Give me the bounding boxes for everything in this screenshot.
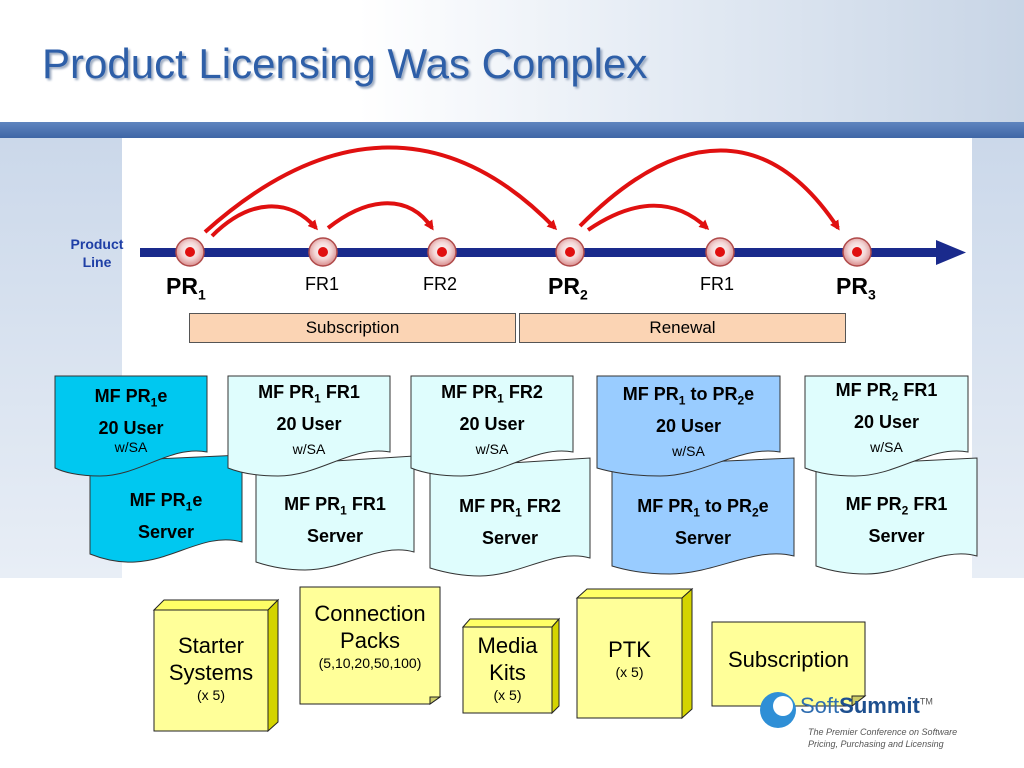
- arrow-pr2-pr3: [578, 148, 840, 231]
- softsummit-logo-mark: [760, 692, 796, 728]
- node-pr1: [175, 237, 205, 267]
- node-fr2: [427, 237, 457, 267]
- media-kits-text: Media Kits (x 5): [477, 633, 538, 703]
- milestone-pr1: PR1: [166, 273, 206, 303]
- user-card-3-text: MF PR1 FR2 20 User w/SA: [441, 382, 543, 457]
- milestone-fr1: FR1: [305, 274, 340, 294]
- user-card-4: [596, 375, 781, 477]
- user-card-3: [410, 375, 574, 477]
- user-card-4-text: MF PR1 to PR2e 20 User w/SA: [622, 384, 755, 459]
- arrow-pr2-fr1: [586, 203, 710, 232]
- arrow-pr1-fr1: [210, 204, 318, 238]
- milestone-fr1-second: FR1: [700, 274, 735, 294]
- server-card-1-text: MF PR1e Server: [129, 490, 203, 542]
- product-boxes: [152, 586, 867, 733]
- ptk-box: [575, 587, 694, 720]
- user-card-2: [227, 375, 391, 477]
- release-arrows: [203, 145, 840, 238]
- milestone-pr2: PR2: [548, 273, 588, 303]
- server-card-5: [815, 457, 978, 575]
- server-card-2: [255, 455, 415, 571]
- node-fr1b: [705, 237, 735, 267]
- starter-systems-box: [152, 598, 280, 733]
- right-gradient-panel: [972, 138, 1024, 578]
- node-fr1: [308, 237, 338, 267]
- user-card-5-text: MF PR2 FR1 20 User w/SA: [835, 380, 938, 455]
- header-rule: [0, 122, 1024, 138]
- starter-systems-text: Starter Systems (x 5): [168, 633, 254, 703]
- user-card-1-text: MF PR1e 20 User w/SA: [94, 386, 168, 455]
- user-card-1: [54, 375, 208, 477]
- media-kits-box: [461, 617, 561, 715]
- milestone-fr2: FR2: [423, 274, 458, 294]
- server-card-2-text: MF PR1 FR1 Server: [284, 494, 386, 546]
- subscription-box-text: Subscription: [727, 647, 850, 672]
- node-pr2: [555, 237, 585, 267]
- user-cards: [54, 375, 969, 477]
- subscription-period-bar: Subscription: [189, 313, 516, 343]
- user-card-5: [804, 375, 969, 477]
- connection-packs-text: Connection Packs (5,10,20,50,100): [314, 601, 426, 671]
- server-card-1: [89, 454, 243, 563]
- user-card-2-text: MF PR1 FR1 20 User w/SA: [258, 382, 360, 457]
- product-line-timeline: [140, 240, 966, 265]
- server-card-5-text: MF PR2 FR1 Server: [845, 494, 948, 546]
- ptk-text: PTK (x 5): [608, 637, 651, 680]
- softsummit-tagline: The Premier Conference on Software Prici…: [808, 727, 958, 749]
- server-card-4-text: MF PR1 to PR2e Server: [637, 496, 769, 548]
- timeline-nodes: [175, 237, 872, 267]
- product-line-label: Product Line: [70, 236, 124, 270]
- server-cards: [89, 454, 978, 577]
- server-card-4: [611, 457, 795, 575]
- connection-packs-box: [299, 586, 442, 705]
- renewal-period-bar: Renewal: [519, 313, 846, 343]
- page-title: Product Licensing Was Complex: [42, 40, 648, 87]
- arrow-fr1-fr2: [326, 201, 434, 231]
- softsummit-logo: SoftSummitTM: [800, 693, 933, 718]
- header-band: [0, 0, 1024, 122]
- server-card-3-text: MF PR1 FR2 Server: [459, 496, 561, 548]
- server-card-3: [429, 457, 591, 577]
- node-pr3: [842, 237, 872, 267]
- milestone-pr3: PR3: [836, 273, 876, 303]
- arrow-pr1-pr2: [203, 145, 558, 234]
- subscription-box: [711, 621, 867, 708]
